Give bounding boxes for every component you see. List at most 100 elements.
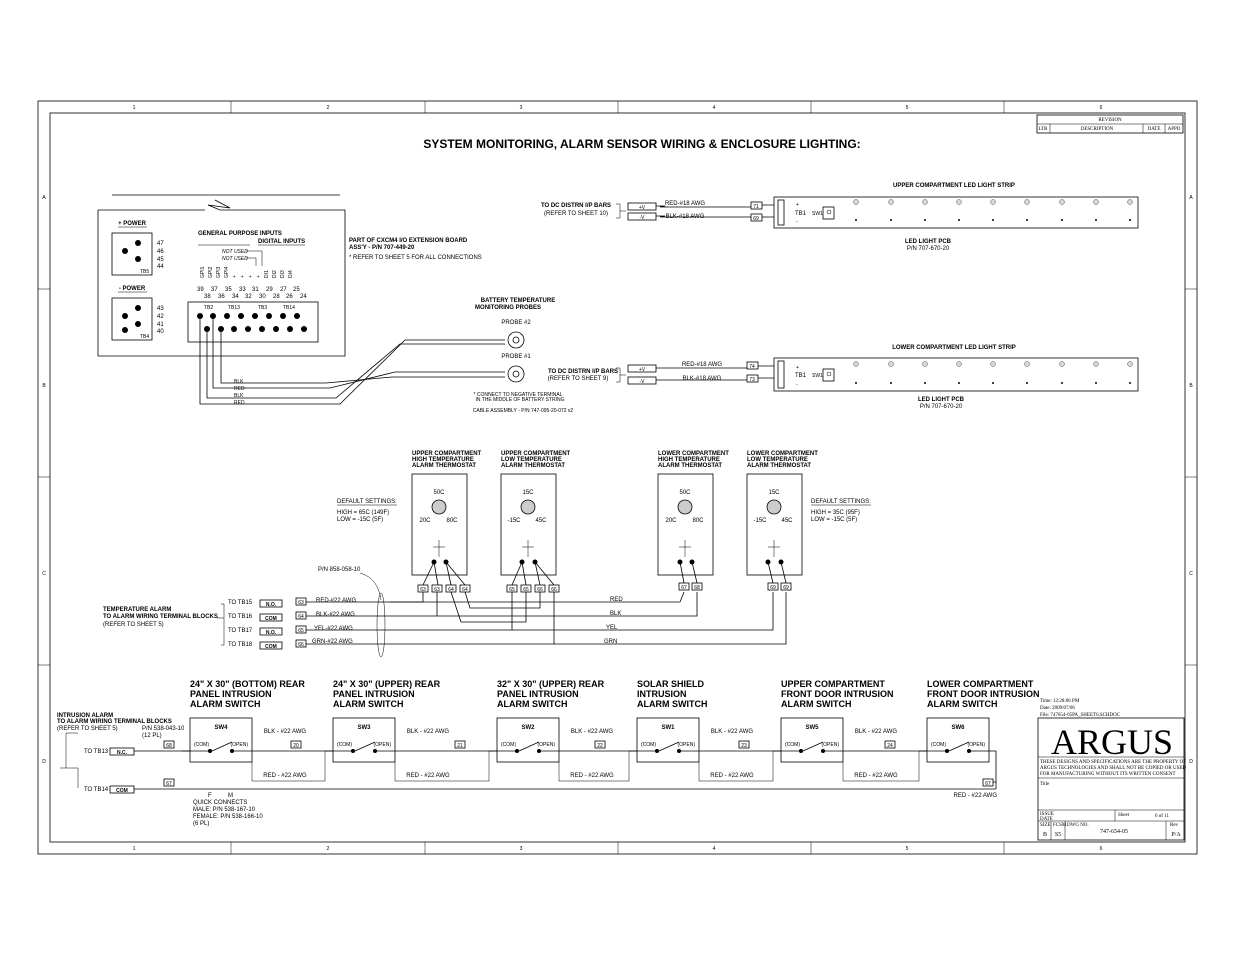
svg-text:THESE DESIGNS AND SPECIFICATIO: THESE DESIGNS AND SPECIFICATIONS ARE THE… — [1040, 760, 1186, 765]
svg-text:TEMPERATURE ALARM: TEMPERATURE ALARM — [103, 607, 171, 613]
svg-text:25: 25 — [293, 287, 300, 293]
svg-text:COM: COM — [265, 644, 277, 650]
col-2-top: 2 — [327, 105, 330, 111]
red-wire-label: RED - #22 AWG — [263, 773, 307, 779]
svg-text:TO DC DISTRN I/P BARS: TO DC DISTRN I/P BARS — [541, 203, 611, 209]
switch-com-label: (COM) — [501, 742, 516, 748]
svg-text:P/N 707-670-20: P/N 707-670-20 — [920, 404, 963, 410]
svg-text:File: 747654-05PA_SHEET6.SCHDO: File: 747654-05PA_SHEET6.SCHDOC — [1040, 713, 1121, 718]
svg-text:LOWER COMPARTMENT: LOWER COMPARTMENT — [747, 451, 818, 457]
switch-open-label: (OPEN) — [678, 742, 696, 748]
io-board: + POWER 47 46 45 44 TB5 - POWER 43 42 41… — [97, 194, 482, 357]
svg-text:64: 64 — [462, 587, 468, 593]
svg-text:34: 34 — [232, 294, 239, 300]
svg-text:66: 66 — [537, 587, 543, 593]
svg-text:-15C: -15C — [753, 518, 767, 524]
svg-text:COM: COM — [116, 788, 128, 794]
svg-text:ALARM THERMOSTAT: ALARM THERMOSTAT — [747, 463, 811, 469]
row-d-right: D — [1189, 759, 1193, 765]
svg-text:BLK: BLK — [234, 379, 244, 385]
svg-text:TO TB13: TO TB13 — [84, 749, 109, 755]
switch-name: SW6 — [951, 725, 965, 731]
switch-name: SW1 — [661, 725, 675, 731]
svg-text:UPPER COMPARTMENT: UPPER COMPARTMENT — [412, 451, 482, 457]
svg-text:SIZE: SIZE — [1040, 823, 1051, 828]
svg-text:GPI1: GPI1 — [200, 266, 206, 278]
svg-text:LOW = -15C (5F): LOW = -15C (5F) — [811, 517, 857, 523]
svg-text:(REFER TO SHEET 5): (REFER TO SHEET 5) — [57, 726, 118, 732]
svg-text:SW1: SW1 — [812, 211, 823, 217]
svg-text:-: - — [796, 219, 798, 225]
switch-title-line: FRONT DOOR INTRUSION — [781, 689, 894, 699]
switch-title-line: PANEL INTRUSION — [333, 689, 415, 699]
svg-text:BLK-#22 AWG: BLK-#22 AWG — [316, 612, 355, 618]
svg-text:GRN: GRN — [604, 639, 617, 645]
svg-text:50C: 50C — [679, 490, 691, 496]
upper-led-pcb — [773, 196, 1139, 229]
svg-text:TB1: TB1 — [795, 211, 807, 217]
switch-terminal-number: 24 — [887, 743, 893, 749]
row-c-left: C — [42, 571, 46, 577]
svg-text:HIGH TEMPERATURE: HIGH TEMPERATURE — [412, 457, 474, 463]
svg-text:P/A: P/A — [1171, 832, 1181, 838]
svg-text:-: - — [796, 382, 798, 388]
switch-terminal — [594, 740, 606, 749]
switch-name: SW2 — [521, 725, 535, 731]
row-b-left: B — [42, 383, 46, 389]
svg-text:SW1: SW1 — [812, 373, 823, 379]
red-return-wire — [698, 751, 774, 782]
svg-text:42: 42 — [157, 314, 164, 320]
switch-title-line: FRONT DOOR INTRUSION — [927, 689, 1040, 699]
svg-text:33: 33 — [239, 287, 246, 293]
svg-text:PROBE #2: PROBE #2 — [501, 320, 531, 326]
switch-contact — [802, 741, 824, 752]
svg-text:LOW TEMPERATURE: LOW TEMPERATURE — [501, 457, 562, 463]
svg-text:(REFER TO SHEET 5): (REFER TO SHEET 5) — [103, 622, 164, 628]
svg-text:Date: 2009/07/06: Date: 2009/07/06 — [1040, 706, 1075, 711]
title-block: Time: 12:28:06 PM Date: 2009/07/06 File:… — [1037, 699, 1186, 841]
switch-terminal — [738, 740, 750, 749]
svg-text:* CONNECT TO NEGATIVE TERMINAL: * CONNECT TO NEGATIVE TERMINAL — [474, 392, 563, 398]
col-1-top: 1 — [133, 105, 136, 111]
svg-text:RED-#18 AWG: RED-#18 AWG — [682, 362, 722, 368]
svg-text:BLK-#18 AWG: BLK-#18 AWG — [666, 214, 705, 220]
part-of-label: PART OF CXCM4 I/O EXTENSION BOARD — [349, 238, 468, 244]
switch-title-line: INTRUSION — [637, 689, 687, 699]
svg-text:UPPER COMPARTMENT LED LIGHT ST: UPPER COMPARTMENT LED LIGHT STRIP — [893, 183, 1015, 189]
svg-text:GPI4: GPI4 — [224, 266, 230, 278]
switch-terminal-number: 20 — [293, 743, 299, 749]
svg-text:37: 37 — [211, 287, 218, 293]
red-wire-label: RED - #22 AWG — [570, 773, 614, 779]
svg-text:TO TB16: TO TB16 — [228, 614, 253, 620]
col-1-bottom: 1 — [133, 846, 136, 852]
svg-text:F: F — [208, 793, 212, 799]
svg-text:(6 PL): (6 PL) — [193, 821, 209, 827]
svg-text:DI1: DI1 — [264, 270, 270, 278]
svg-text:MALE: P/N 538-167-10: MALE: P/N 538-167-10 — [193, 807, 256, 813]
switch-title-line: ALARM SWITCH — [333, 699, 404, 709]
frame-rows: A B C D A B C D — [38, 195, 1197, 765]
switch-title-line: 24" X 30" (BOTTOM) REAR — [190, 679, 305, 689]
svg-text:32: 32 — [245, 294, 252, 300]
red-return-wire — [842, 751, 920, 782]
svg-text:HIGH = 35C (95F): HIGH = 35C (95F) — [811, 510, 860, 516]
switch-contact — [354, 741, 376, 752]
svg-text:RED - #22 AWG: RED - #22 AWG — [954, 793, 998, 799]
svg-text:80C: 80C — [692, 518, 704, 524]
svg-text:68: 68 — [694, 585, 700, 591]
svg-text:67: 67 — [985, 781, 991, 787]
digital-inputs-label: DIGITAL INPUTS — [258, 239, 305, 245]
svg-text:-15C: -15C — [507, 518, 521, 524]
switch-body — [636, 717, 700, 763]
svg-text:BATTERY TEMPERATURE: BATTERY TEMPERATURE — [481, 298, 555, 304]
rev-col-desc: DESCRIPTION — [1081, 127, 1114, 132]
svg-text:RED: RED — [234, 386, 245, 392]
svg-text:69: 69 — [783, 585, 789, 591]
svg-text:46: 46 — [157, 249, 164, 255]
svg-text:ALARM THERMOSTAT: ALARM THERMOSTAT — [412, 463, 476, 469]
svg-text:COM: COM — [265, 616, 277, 622]
svg-text:-V: -V — [640, 379, 646, 385]
col-6-top: 6 — [1100, 105, 1103, 111]
svg-text:ARGUS TECHNOLOGIES AND SHALL N: ARGUS TECHNOLOGIES AND SHALL NOT BE COPI… — [1040, 766, 1186, 771]
svg-text:69: 69 — [770, 585, 776, 591]
